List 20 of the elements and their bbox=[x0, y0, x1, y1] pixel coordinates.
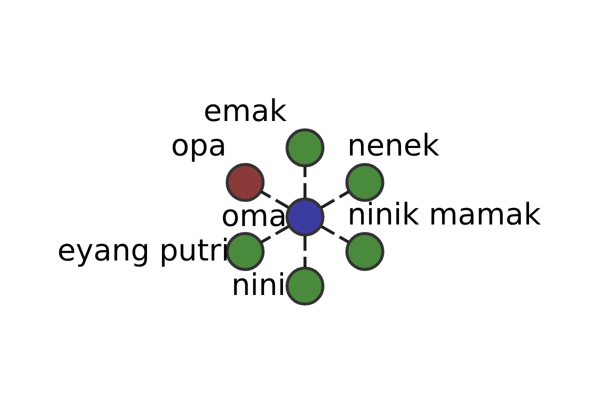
connector bbox=[320, 224, 350, 244]
connector bbox=[260, 224, 289, 244]
node-circle bbox=[285, 266, 324, 306]
node-label: oma bbox=[220, 198, 286, 234]
node-label: ninik mamak bbox=[346, 197, 540, 232]
node-label: opa bbox=[170, 128, 226, 163]
node-label: emak bbox=[203, 93, 286, 128]
connector bbox=[260, 190, 289, 208]
connector bbox=[303, 235, 306, 268]
node-label: eyang putri bbox=[56, 232, 229, 268]
connector bbox=[320, 190, 350, 208]
node-circle bbox=[344, 162, 384, 202]
node-circle bbox=[225, 232, 264, 270]
node-circle bbox=[285, 128, 324, 167]
node-circle bbox=[225, 162, 264, 202]
node-label: nenek bbox=[346, 128, 439, 163]
node-circle bbox=[285, 197, 324, 236]
connector bbox=[303, 166, 306, 198]
node-label: nini bbox=[230, 268, 286, 303]
node-circle bbox=[344, 232, 384, 270]
